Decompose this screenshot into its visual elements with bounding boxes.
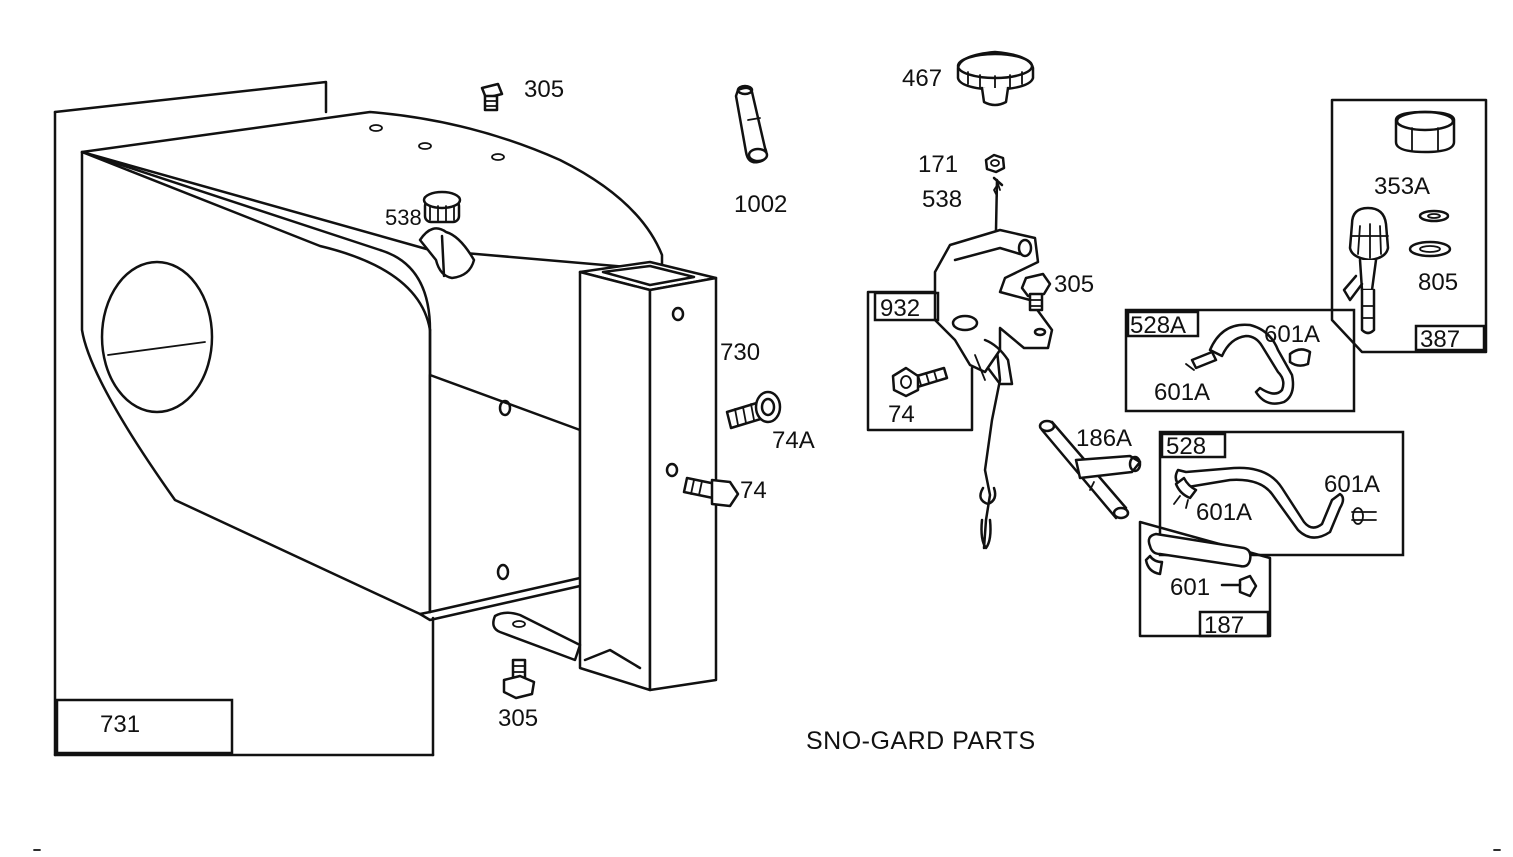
kit-528a bbox=[1124, 308, 1356, 413]
label-74: 74 bbox=[740, 477, 767, 504]
housing-fill-cap bbox=[418, 190, 476, 280]
kit-731-label-box bbox=[55, 698, 234, 755]
kit-528-label-box bbox=[1160, 432, 1227, 459]
label-387: 387 bbox=[1420, 326, 1460, 353]
label-601a: 601A bbox=[1196, 499, 1252, 526]
kit-932 bbox=[866, 290, 974, 432]
label-187: 187 bbox=[1204, 612, 1244, 639]
screw-305-top bbox=[480, 82, 504, 112]
dipstick-bracket bbox=[933, 176, 1054, 550]
tube-1002 bbox=[734, 84, 769, 164]
kit-187 bbox=[1138, 520, 1272, 638]
part-labels: 305 538 1002 467 171 538 305 730 74A 74 … bbox=[100, 65, 1460, 738]
top-hole bbox=[491, 153, 505, 161]
blower-housing bbox=[80, 110, 664, 622]
label-74a: 74A bbox=[772, 427, 815, 454]
label-1002: 1002 bbox=[734, 191, 787, 218]
label-601a: 601A bbox=[1264, 321, 1320, 348]
kit-387-label-box bbox=[1414, 324, 1486, 352]
discharge-opening bbox=[100, 260, 214, 414]
label-171: 171 bbox=[918, 151, 958, 178]
label-74: 74 bbox=[888, 401, 915, 428]
label-730: 730 bbox=[720, 339, 760, 366]
top-hole bbox=[369, 124, 383, 132]
screw-305-bottom bbox=[502, 658, 536, 700]
top-hole bbox=[418, 142, 432, 150]
post-hole bbox=[671, 306, 685, 322]
label-538: 538 bbox=[922, 186, 962, 213]
kit-187-label-box bbox=[1198, 610, 1270, 638]
screw-305-bracket bbox=[1020, 272, 1052, 312]
tube-186a bbox=[1038, 419, 1142, 520]
label-467: 467 bbox=[902, 65, 942, 92]
bolt-74-post bbox=[682, 476, 740, 508]
washer bbox=[1418, 209, 1450, 223]
nut-171 bbox=[984, 153, 1006, 174]
label-305: 305 bbox=[1054, 271, 1094, 298]
side-hole bbox=[496, 563, 510, 581]
label-731: 731 bbox=[100, 711, 140, 738]
label-353a: 353A bbox=[1374, 173, 1430, 200]
label-601: 601 bbox=[1170, 574, 1210, 601]
washer bbox=[1408, 240, 1452, 258]
post-hole bbox=[665, 462, 679, 478]
label-305: 305 bbox=[498, 705, 538, 732]
bolt-74a bbox=[725, 390, 782, 430]
label-186a: 186A bbox=[1076, 425, 1132, 452]
support-post bbox=[578, 260, 718, 692]
label-601a: 601A bbox=[1324, 471, 1380, 498]
label-805: 805 bbox=[1418, 269, 1458, 296]
label-528: 528 bbox=[1166, 433, 1206, 460]
kit-528 bbox=[1158, 430, 1405, 557]
kit-932-label-box bbox=[873, 291, 940, 322]
label-528a: 528A bbox=[1130, 312, 1186, 339]
label-601a: 601A bbox=[1154, 379, 1210, 406]
label-538: 538 bbox=[385, 205, 422, 230]
side-hole bbox=[498, 399, 512, 417]
cap-467 bbox=[956, 50, 1035, 107]
label-305: 305 bbox=[524, 76, 564, 103]
kit-528a-label-box bbox=[1126, 310, 1200, 338]
kit-731-frame bbox=[53, 80, 435, 757]
diagram-title: SNO-GARD PARTS bbox=[806, 727, 1036, 755]
label-932: 932 bbox=[880, 295, 920, 322]
kit-387 bbox=[1330, 98, 1488, 354]
mounting-foot bbox=[492, 611, 582, 662]
